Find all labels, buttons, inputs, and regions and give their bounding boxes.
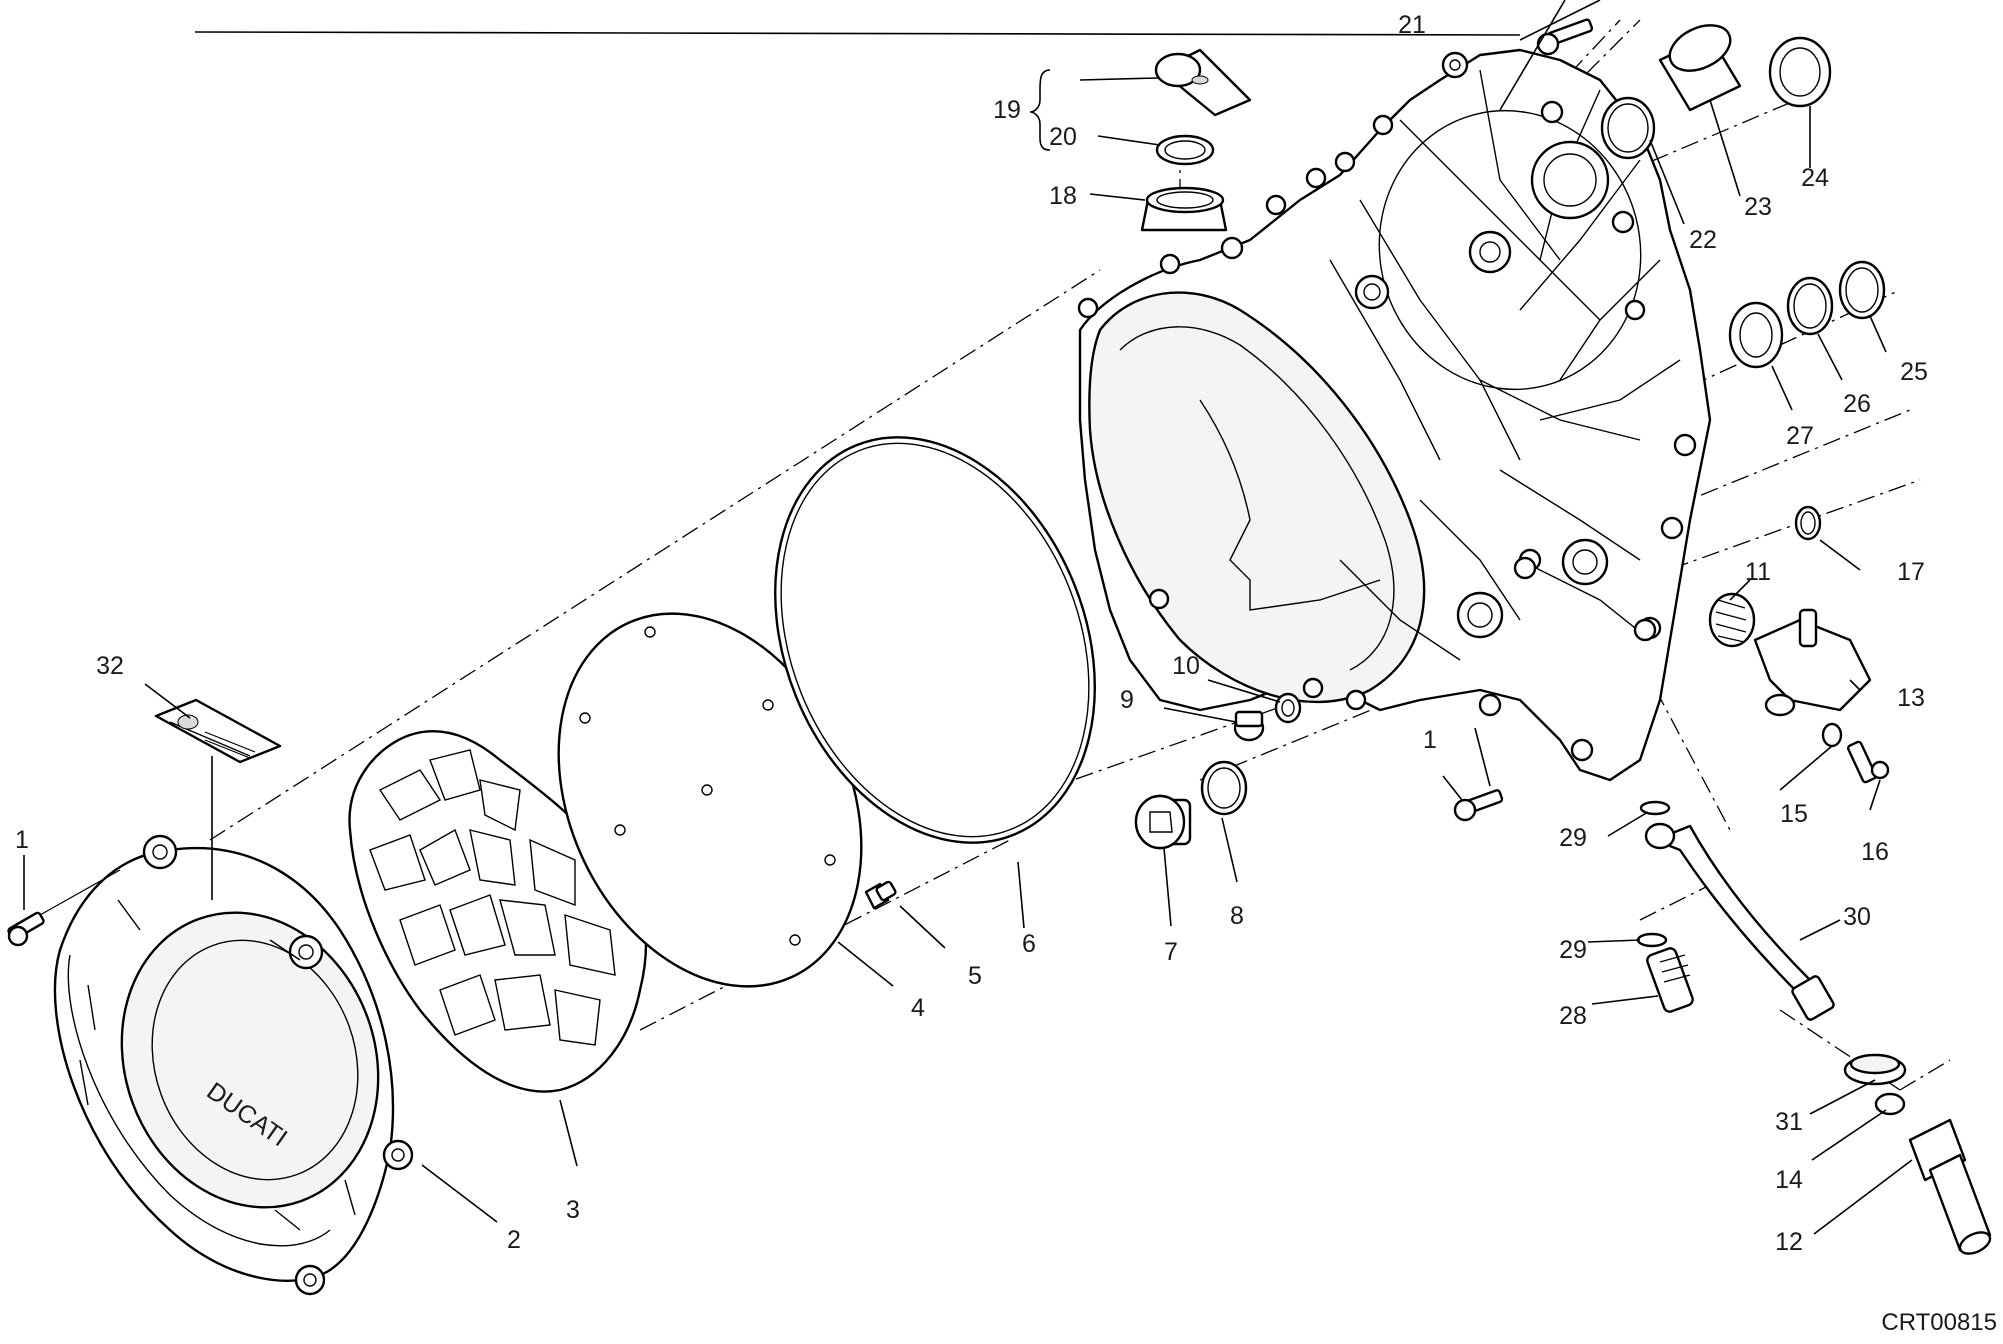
- part-32-label-sticker: [154, 698, 282, 764]
- callout-31: 31: [1775, 1108, 1803, 1136]
- callout-17: 17: [1897, 558, 1925, 586]
- callout-9: 9: [1120, 686, 1134, 714]
- callout-11: 11: [1745, 558, 1771, 586]
- part-10-washer: [1274, 692, 1302, 724]
- part-1-screw-right: [1453, 789, 1504, 822]
- callout-30: 30: [1843, 903, 1871, 931]
- callout-26: 26: [1843, 390, 1871, 418]
- part-12-sensor: [1908, 1118, 1992, 1255]
- part-2-clutch-cover: DUCATI: [53, 834, 414, 1296]
- part-14-washer: [1874, 1092, 1906, 1116]
- part-26-washer: [1786, 276, 1834, 336]
- part-21-screw: [1536, 18, 1594, 56]
- callout-15: 15: [1780, 800, 1808, 828]
- callout-labels: 21 19 20 18 24 23 22 25 26 27 17 11 13 1…: [15, 11, 1928, 1256]
- callout-12: 12: [1775, 1228, 1803, 1256]
- callout-25: 25: [1900, 358, 1928, 386]
- callout-19: 19: [993, 96, 1021, 124]
- main-crankcase-cover: [1077, 48, 1712, 782]
- part-13-switch: [1753, 608, 1872, 717]
- diagram-code: CRT00815: [1881, 1309, 1997, 1336]
- group-brace: [1029, 69, 1051, 151]
- callout-8: 8: [1230, 902, 1244, 930]
- part-22-o-ring: [1600, 96, 1656, 160]
- part-30-oil-pipe: [1644, 822, 1835, 1021]
- callout-6: 6: [1022, 930, 1036, 958]
- part-15-washer: [1821, 722, 1843, 748]
- part-7-drain-plug: [1134, 794, 1192, 850]
- part-25-circlip: [1838, 260, 1886, 320]
- part-1-screw-left: [7, 869, 121, 947]
- callout-1-right: 1: [1423, 726, 1437, 754]
- callout-4: 4: [911, 994, 925, 1022]
- callout-1-left: 1: [15, 826, 29, 854]
- part-23-plug: [1658, 24, 1742, 112]
- callout-3: 3: [566, 1196, 580, 1224]
- callout-29-top: 29: [1559, 824, 1587, 852]
- callout-28: 28: [1559, 1002, 1587, 1030]
- part-29-washer-bottom: [1636, 932, 1668, 948]
- leader-lines: [23, 0, 1913, 1235]
- part-16-bolt: [1846, 740, 1890, 784]
- callout-5: 5: [968, 962, 982, 990]
- part-29-washer-top: [1639, 800, 1671, 816]
- callout-14: 14: [1775, 1166, 1803, 1194]
- part-24-seal: [1768, 36, 1832, 108]
- part-9-plug: [1233, 710, 1265, 742]
- callout-29-bottom: 29: [1559, 936, 1587, 964]
- callout-18: 18: [1049, 182, 1077, 210]
- callout-7: 7: [1164, 938, 1178, 966]
- callout-22: 22: [1689, 226, 1717, 254]
- callout-32: 32: [96, 652, 124, 680]
- part-31-seal: [1843, 1053, 1907, 1086]
- callout-23: 23: [1744, 193, 1772, 221]
- part-8-o-ring: [1200, 760, 1248, 816]
- callout-27: 27: [1786, 422, 1814, 450]
- part-17-o-ring: [1794, 505, 1822, 541]
- part-5-screw: [864, 880, 897, 910]
- callout-20: 20: [1049, 123, 1077, 151]
- part-28-banjo-bolt: [1646, 947, 1694, 1013]
- callout-16: 16: [1861, 838, 1889, 866]
- callout-13: 13: [1897, 684, 1925, 712]
- part-19-oil-cap: [1154, 48, 1252, 117]
- callout-21: 21: [1398, 11, 1426, 39]
- part-6-gasket: [774, 436, 1096, 844]
- callout-24: 24: [1801, 164, 1829, 192]
- callout-10: 10: [1172, 652, 1200, 680]
- part-20-o-ring: [1155, 134, 1215, 166]
- part-27-seal: [1728, 301, 1784, 369]
- callout-2: 2: [507, 1226, 521, 1254]
- part-11-spring: [1708, 592, 1756, 648]
